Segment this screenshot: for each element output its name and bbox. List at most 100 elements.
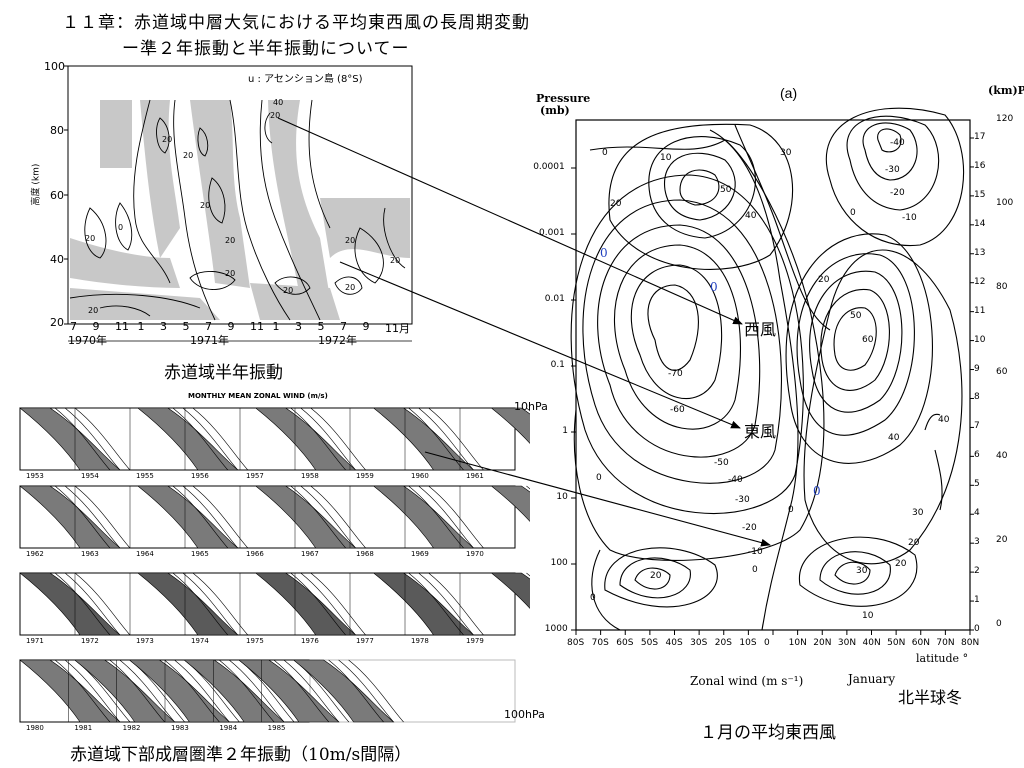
km-tick-label: 10 <box>974 334 986 345</box>
qbo-year-label: 1982 <box>122 724 141 732</box>
svg-text:-10: -10 <box>748 547 763 557</box>
svg-text:40: 40 <box>745 211 757 221</box>
svg-text:40: 40 <box>888 433 900 443</box>
panel-tag: (a) <box>780 85 798 101</box>
qbo-contour-line <box>418 407 474 471</box>
qbo-westerly-shading <box>73 659 176 723</box>
pressure-tick-label: 100 <box>550 558 568 568</box>
qbo-contour-line <box>273 659 330 723</box>
qbo-contour-line <box>328 659 384 723</box>
svg-text:-20: -20 <box>890 188 905 198</box>
latitude-tick-label: 20S <box>714 638 732 648</box>
sao-shading <box>70 100 410 320</box>
zero-mark: 0 <box>710 280 718 294</box>
westerly-label: 西風 <box>744 320 777 339</box>
latitude-tick-label: 80S <box>567 638 585 648</box>
svg-text:40: 40 <box>273 98 283 107</box>
qbo-contour-line <box>300 485 356 549</box>
qbo-top-level: 10hPa <box>514 400 548 413</box>
sao-month-tick: 3 <box>160 320 167 333</box>
qbo-contour-figure <box>19 407 602 723</box>
sao-contours <box>69 99 406 321</box>
pressure-axis-unit: (mb) <box>540 104 570 117</box>
km-tick-label: 3 <box>974 537 980 548</box>
svg-text:20: 20 <box>225 236 235 245</box>
pressure-tick-label: 0.01 <box>544 294 565 304</box>
qbo-year-label: 1980 <box>26 724 44 732</box>
sao-month-tick: 7 <box>70 320 77 333</box>
qbo-contour-line <box>172 485 229 549</box>
km-tick-label: 13 <box>974 247 986 258</box>
qbo-contour-line <box>418 572 474 636</box>
sao-ytick: 100 <box>44 60 65 73</box>
svg-text:30: 30 <box>780 148 792 158</box>
km-right-tick-label: 100 <box>996 198 1014 209</box>
latitude-tick-label: 30S <box>690 638 708 648</box>
qbo-year-label: 1985 <box>267 724 286 732</box>
qbo-year-label: 1977 <box>356 637 374 645</box>
svg-text:60: 60 <box>862 335 874 345</box>
qbo-contour-line <box>74 407 131 471</box>
qbo-contour-line <box>290 572 346 636</box>
latitude-tick-label: 40S <box>665 638 683 648</box>
qbo-contour-line <box>283 659 340 723</box>
qbo-contour-line <box>172 572 229 636</box>
svg-text:-60: -60 <box>670 405 685 415</box>
pressure-tick-label: 0.1 <box>550 360 565 370</box>
qbo-contour-line <box>300 572 356 636</box>
km-tick-label: 9 <box>974 363 980 374</box>
qbo-contour-line <box>192 407 249 471</box>
qbo-contour-line <box>338 659 394 723</box>
pressure-tick-label: 1000 <box>544 624 568 634</box>
qbo-year-label: 1965 <box>191 550 209 558</box>
sao-month-tick: 7 <box>340 320 347 333</box>
qbo-panel: MONTHLY MEAN ZONAL WIND (m/s) 10hPa 100h… <box>0 388 602 733</box>
sao-year-label: 1971年 <box>190 334 229 347</box>
qbo-contour-line <box>310 407 366 471</box>
svg-text:20: 20 <box>183 151 193 160</box>
latitude-tick-label: 50S <box>640 638 659 648</box>
page-subtitle: ー準２年振動と半年振動についてー <box>122 39 410 59</box>
jan-contours <box>570 107 965 631</box>
latitude-tick-label: 40N <box>862 638 881 648</box>
sao-ytick: 40 <box>50 253 64 266</box>
qbo-strip-empty <box>309 659 516 723</box>
sao-year-label: 1970年 <box>68 334 107 347</box>
qbo-contour-line <box>408 407 464 471</box>
svg-text:20: 20 <box>162 135 172 144</box>
qbo-contour-line <box>74 485 131 549</box>
svg-text:10: 10 <box>660 153 672 163</box>
svg-text:-50: -50 <box>714 458 729 468</box>
qbo-year-label: 1970 <box>466 550 484 558</box>
sao-month-tick: 11 <box>250 320 264 333</box>
sao-month-tick: 11月 <box>385 322 410 335</box>
qbo-contour-line <box>64 407 121 471</box>
sao-month-tick: 7 <box>205 320 212 333</box>
pressure-axis-label: Pressure <box>536 92 591 105</box>
qbo-year-label: 1958 <box>301 472 319 480</box>
qbo-contour-line <box>418 485 474 549</box>
qbo-year-label: 1976 <box>301 637 319 645</box>
svg-text:20: 20 <box>345 236 355 245</box>
easterly-label: 東風 <box>744 422 777 441</box>
qbo-year-label: 1969 <box>411 550 429 558</box>
svg-text:0: 0 <box>590 593 596 603</box>
latitude-tick-label: 60S <box>616 638 634 648</box>
km-right-tick-label: 60 <box>996 366 1008 377</box>
svg-text:20: 20 <box>345 283 355 292</box>
zero-mark: 0 <box>600 246 608 260</box>
svg-text:20: 20 <box>283 286 293 295</box>
qbo-contour-line <box>300 407 356 471</box>
season-label: 北半球冬 <box>898 688 963 707</box>
qbo-westerly-shading <box>238 659 340 723</box>
pressure-tick-label: 1 <box>562 426 568 436</box>
sao-month-tick: 9 <box>362 320 370 333</box>
qbo-year-label: 1959 <box>356 472 374 480</box>
svg-text:20: 20 <box>200 201 210 210</box>
qbo-contour-line <box>54 485 111 549</box>
latitude-tick-label: 60N <box>911 638 930 648</box>
qbo-contour-line <box>290 485 346 549</box>
qbo-contour-line <box>119 659 175 723</box>
